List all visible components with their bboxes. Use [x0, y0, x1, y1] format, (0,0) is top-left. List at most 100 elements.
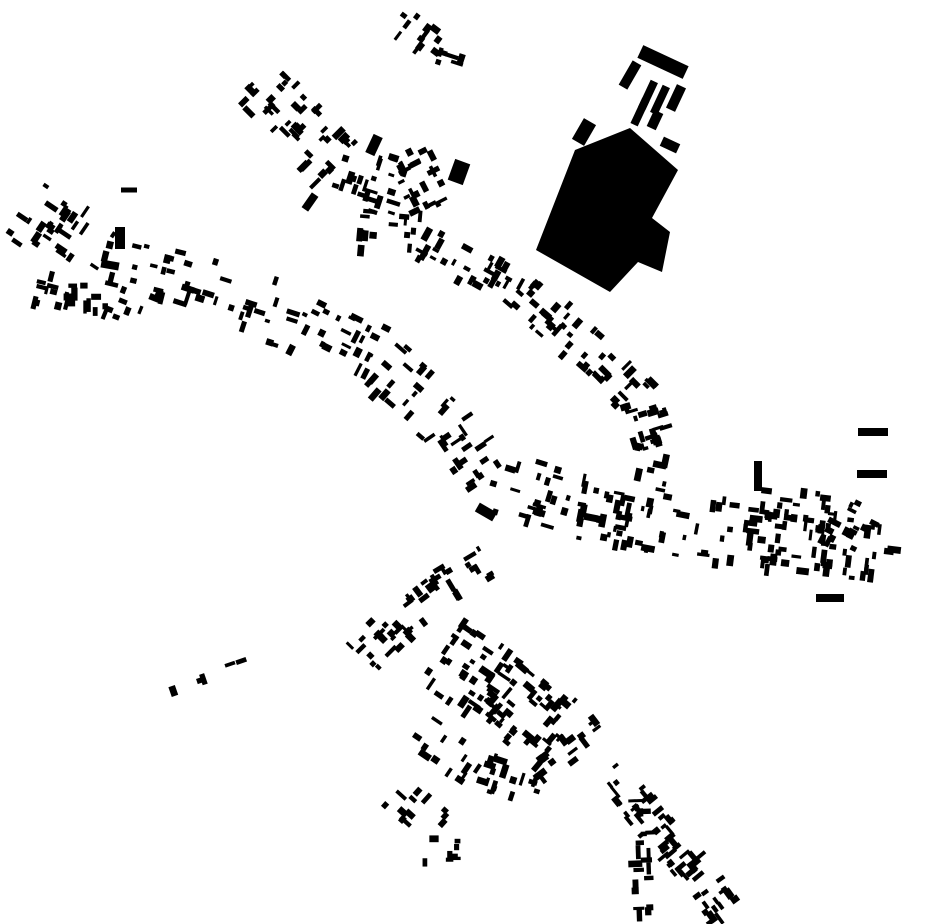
- building: [404, 147, 414, 157]
- building: [561, 323, 568, 330]
- large-building: [857, 470, 887, 478]
- building: [397, 178, 406, 185]
- building: [545, 320, 556, 332]
- building: [571, 317, 584, 330]
- building: [424, 666, 434, 677]
- building: [494, 264, 508, 274]
- building: [476, 776, 489, 787]
- building: [551, 323, 564, 337]
- building: [581, 473, 587, 488]
- building: [358, 334, 366, 344]
- building: [790, 513, 798, 523]
- large-building: [646, 109, 664, 131]
- building: [15, 211, 29, 223]
- building: [660, 823, 668, 830]
- building: [89, 262, 100, 271]
- building: [578, 503, 588, 518]
- large-building: [447, 158, 471, 186]
- building: [852, 525, 860, 532]
- building: [543, 476, 552, 487]
- building: [349, 312, 364, 324]
- building: [476, 693, 485, 702]
- building: [719, 535, 725, 542]
- building: [502, 298, 514, 310]
- large-building: [301, 192, 319, 212]
- building: [780, 559, 790, 568]
- building: [403, 343, 413, 353]
- building: [484, 671, 496, 685]
- building: [444, 696, 454, 707]
- building: [664, 847, 678, 860]
- building: [415, 247, 429, 257]
- building: [65, 252, 75, 263]
- building: [628, 798, 643, 803]
- building: [817, 523, 826, 535]
- building: [437, 817, 448, 829]
- building: [528, 278, 540, 291]
- building: [415, 431, 426, 441]
- building: [369, 660, 377, 668]
- building: [369, 332, 381, 342]
- building: [487, 254, 495, 263]
- building: [86, 298, 91, 312]
- building: [310, 308, 321, 317]
- building: [324, 165, 335, 175]
- building: [395, 789, 408, 801]
- building: [361, 179, 369, 192]
- building: [309, 177, 322, 190]
- building: [630, 803, 640, 813]
- building: [428, 573, 442, 585]
- building: [544, 490, 554, 503]
- building: [859, 523, 869, 533]
- building: [42, 233, 52, 242]
- building: [412, 44, 422, 55]
- building: [489, 479, 498, 488]
- building: [429, 835, 439, 843]
- building: [563, 312, 571, 320]
- building: [633, 812, 645, 825]
- building: [444, 566, 454, 576]
- building: [542, 719, 551, 728]
- building: [429, 580, 441, 592]
- building: [721, 496, 727, 506]
- building: [44, 200, 59, 213]
- building: [160, 266, 167, 275]
- building: [450, 258, 457, 266]
- large-building: [618, 60, 642, 90]
- building: [487, 261, 494, 270]
- building: [514, 460, 522, 474]
- building: [624, 502, 632, 517]
- building: [458, 456, 469, 466]
- building: [111, 313, 121, 321]
- building: [646, 466, 655, 474]
- building: [316, 299, 328, 309]
- building: [337, 131, 351, 145]
- building: [775, 549, 782, 556]
- building: [613, 796, 623, 807]
- building: [71, 287, 78, 301]
- building: [824, 504, 831, 514]
- building: [272, 276, 279, 286]
- building: [621, 495, 634, 502]
- building: [709, 499, 717, 513]
- building: [53, 301, 63, 311]
- building: [632, 879, 639, 889]
- building: [825, 558, 834, 569]
- large-building: [816, 594, 844, 602]
- building: [445, 578, 457, 592]
- building: [883, 547, 895, 556]
- building: [350, 138, 359, 147]
- building: [440, 49, 448, 57]
- building: [646, 862, 652, 875]
- building: [403, 231, 411, 239]
- building: [426, 165, 441, 177]
- building: [507, 790, 516, 802]
- building: [606, 531, 612, 538]
- building: [581, 361, 591, 371]
- building: [284, 119, 292, 127]
- building: [779, 497, 793, 503]
- building: [408, 206, 421, 217]
- building: [486, 683, 501, 695]
- building: [384, 397, 396, 409]
